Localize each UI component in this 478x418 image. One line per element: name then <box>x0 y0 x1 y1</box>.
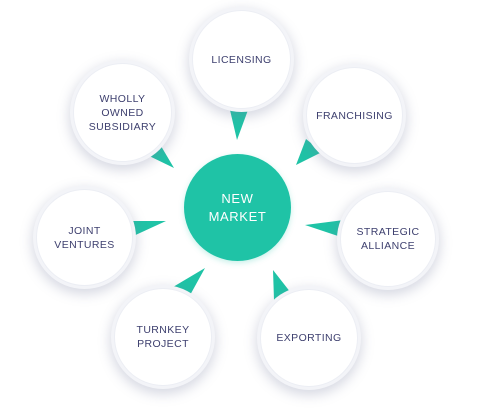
node-turnkey-project: TURNKEY PROJECT <box>114 288 212 386</box>
pointer-licensing <box>230 110 248 140</box>
node-label: FRANCHISING <box>316 109 393 122</box>
node-label: WHOLLY OWNED SUBSIDIARY <box>88 92 157 133</box>
node-licensing: LICENSING <box>192 10 291 109</box>
node-joint-ventures: JOINT VENTURES <box>36 189 133 286</box>
pointer-joint-ventures <box>127 221 166 238</box>
pointer-strategic-alliance <box>305 220 344 238</box>
pointer-turnkey-project <box>173 268 205 297</box>
node-franchising: FRANCHISING <box>306 67 403 164</box>
node-strategic-alliance: STRATEGIC ALLIANCE <box>340 191 436 287</box>
node-label: EXPORTING <box>276 332 342 344</box>
node-wholly-owned-subsidiary: WHOLLY OWNED SUBSIDIARY <box>73 63 172 162</box>
pointer-exporting <box>273 270 291 300</box>
node-exporting: EXPORTING <box>260 289 358 387</box>
node-label: LICENSING <box>211 53 272 66</box>
node-label: JOINT VENTURES <box>54 224 115 251</box>
node-label: STRATEGIC ALLIANCE <box>356 226 420 252</box>
node-label: TURNKEY PROJECT <box>136 324 190 350</box>
center-node-new-market: NEW MARKET <box>184 154 291 261</box>
pointer-franchising <box>296 139 322 165</box>
center-label: NEW MARKET <box>208 190 267 224</box>
